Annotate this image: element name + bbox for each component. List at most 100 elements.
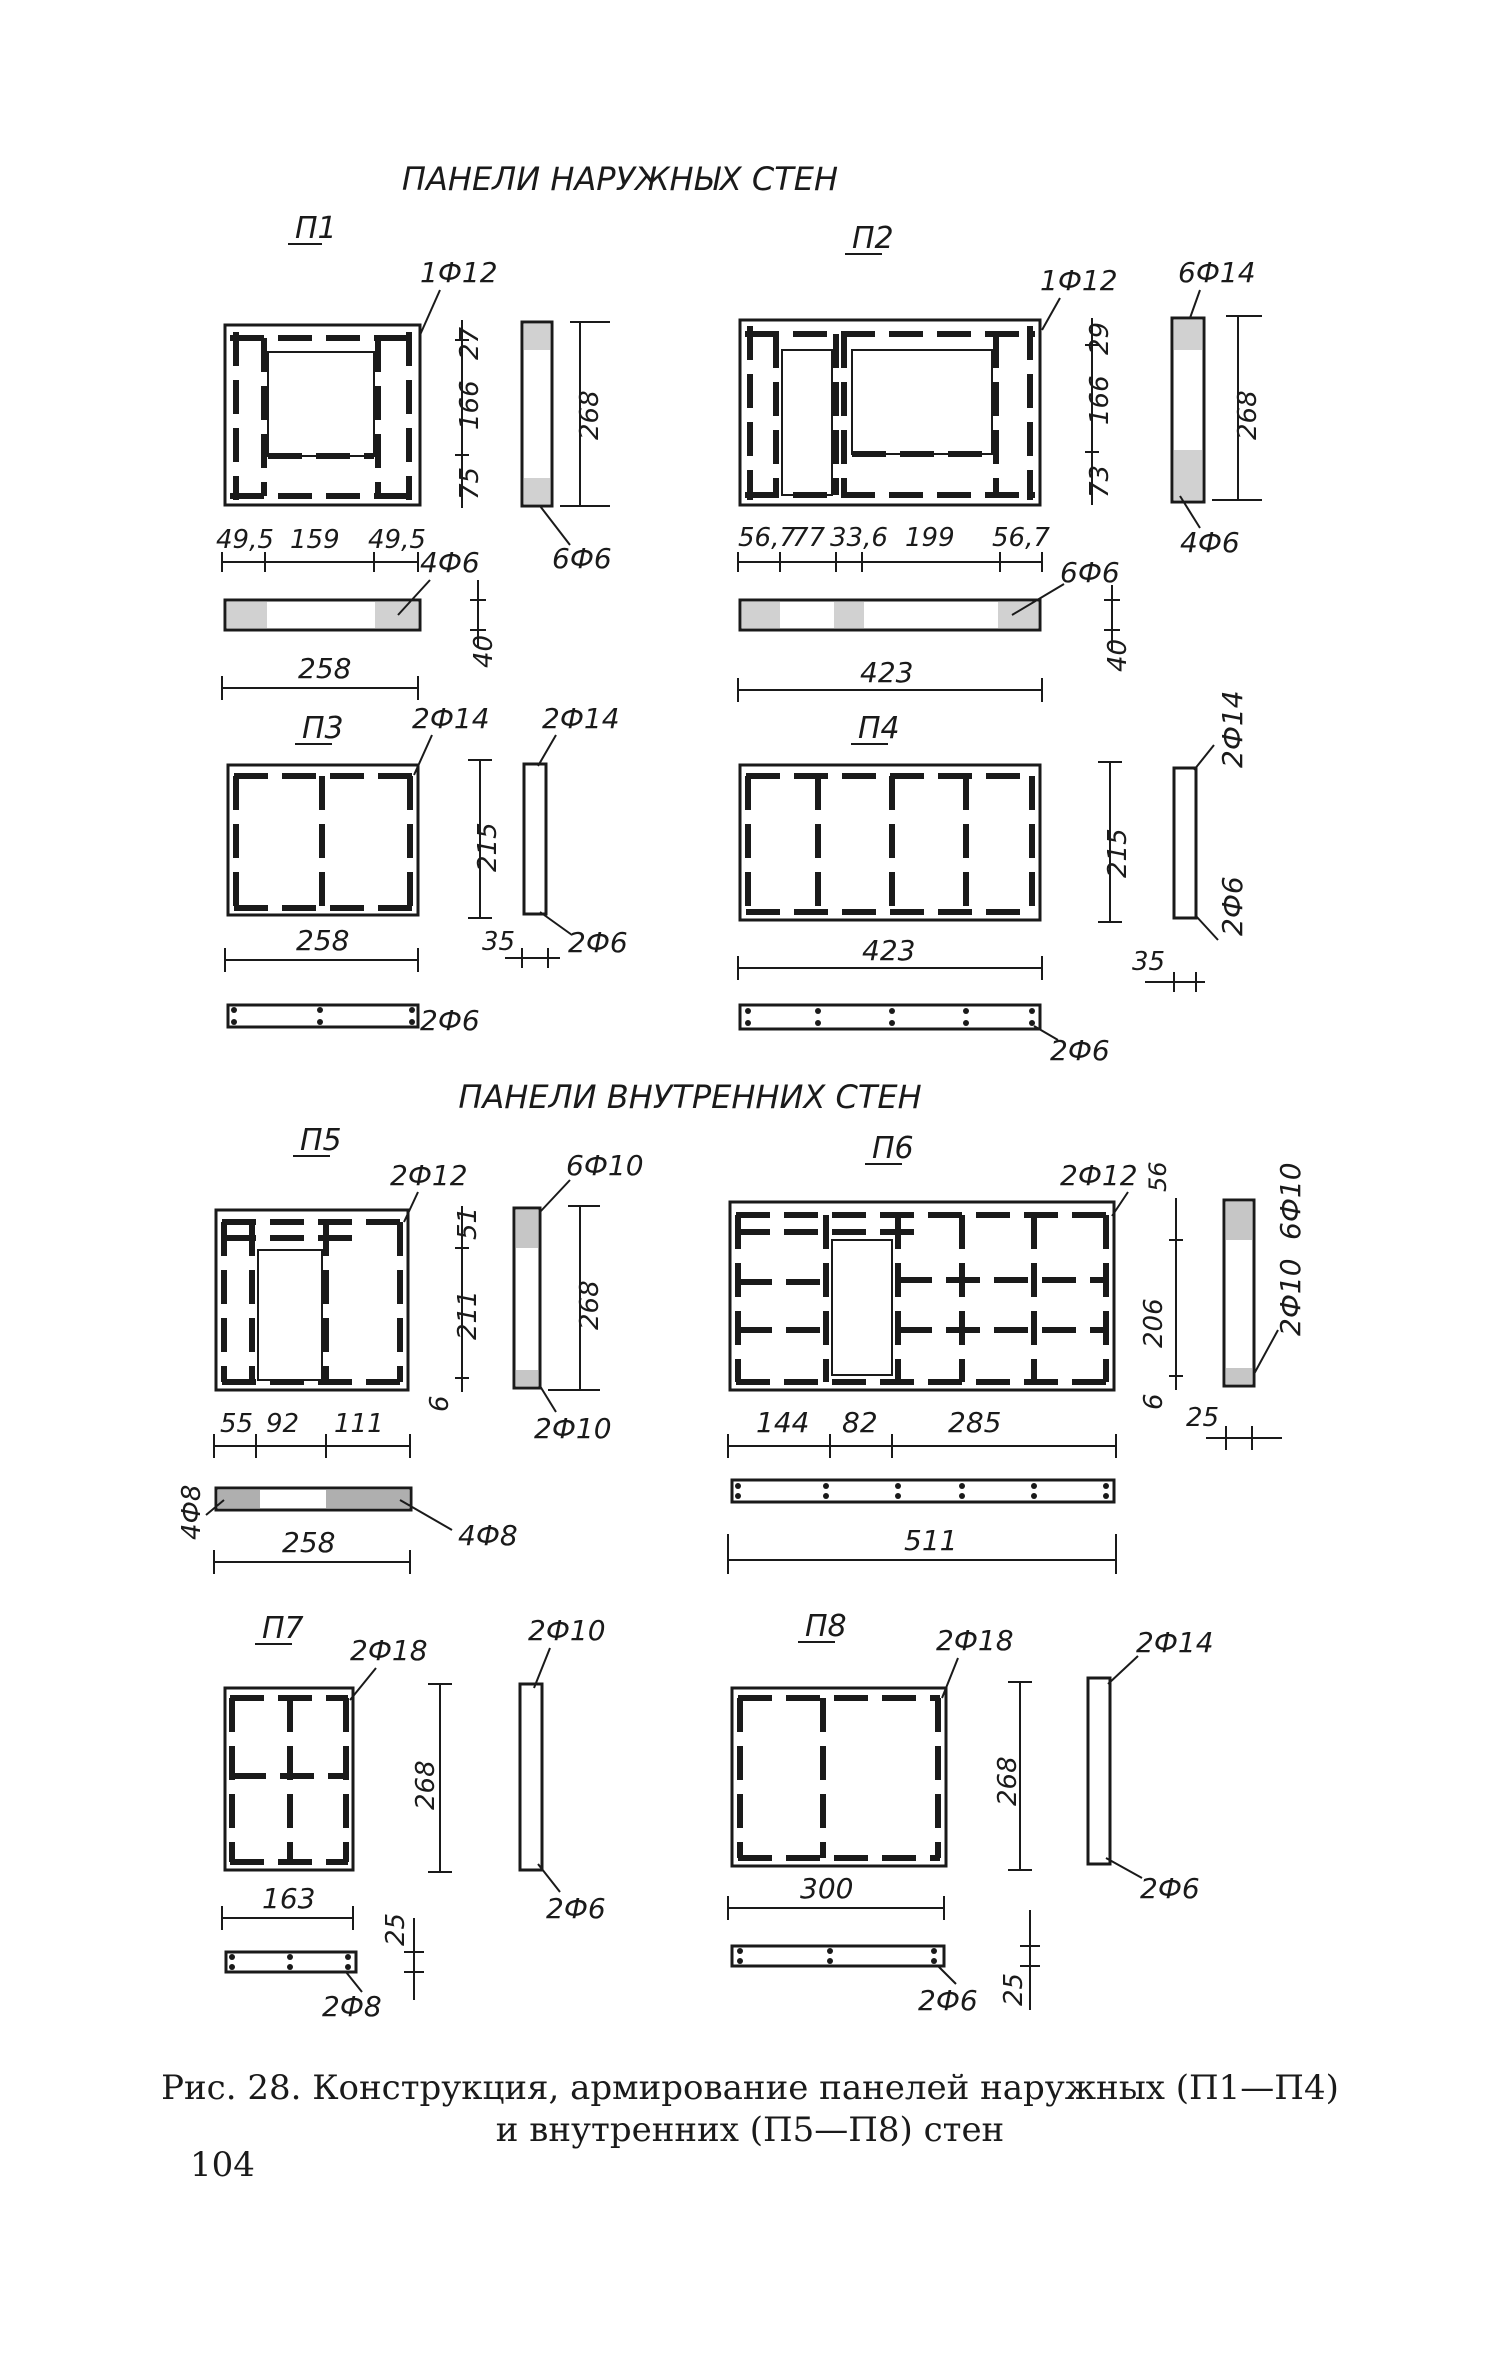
panel-p6: П6 2Ф12 56 206 6 6Ф10 bbox=[727, 1131, 1307, 1574]
dim-p2-thickness: 40 bbox=[1103, 639, 1133, 672]
panel-elevation-p4 bbox=[738, 763, 1042, 922]
panel-label-p8: П8 bbox=[805, 1609, 847, 1644]
bar-label-p1-side: 4Ф6 bbox=[420, 546, 480, 579]
dim-p2-w4: 199 bbox=[905, 523, 955, 553]
dim-p7-h-total: 268 bbox=[411, 1760, 441, 1810]
dim-p4-h-total: 215 bbox=[1103, 828, 1133, 878]
bar-label-p3-top: 2Ф14 bbox=[412, 702, 490, 735]
dim-p5-w3: 111 bbox=[334, 1409, 384, 1439]
dim-p5-w1: 55 bbox=[220, 1409, 253, 1439]
panel-label-p6: П6 bbox=[872, 1131, 914, 1166]
panel-elevation-p7 bbox=[223, 1686, 355, 1872]
bar-label-p1-top: 1Ф12 bbox=[420, 256, 498, 289]
bar-label-p7-end-bot: 2Ф6 bbox=[546, 1892, 606, 1925]
side-section-p7 bbox=[518, 1682, 544, 1872]
dim-p1-thickness: 40 bbox=[469, 635, 499, 668]
dim-p1-h-total: 268 bbox=[575, 390, 605, 440]
side-section-p1 bbox=[520, 320, 554, 508]
dim-p6-h-mid: 206 bbox=[1139, 1298, 1169, 1348]
dim-p6-thickness: 25 bbox=[1186, 1403, 1219, 1433]
dim-p2-w-total: 423 bbox=[860, 656, 913, 689]
dim-p8-h-total: 268 bbox=[993, 1756, 1023, 1806]
panel-label-p1: П1 bbox=[295, 211, 337, 246]
dim-p7-w-total: 163 bbox=[262, 1882, 315, 1915]
bar-label-p7-top: 2Ф18 bbox=[350, 1634, 428, 1667]
bar-label-p2-top: 1Ф12 bbox=[1040, 264, 1118, 297]
panel-p7: П7 2Ф18 268 2Ф10 2Ф6 163 25 bbox=[221, 1611, 606, 2023]
plan-strip-p5 bbox=[214, 1486, 413, 1512]
dim-p2-h-mid: 166 bbox=[1085, 375, 1115, 425]
dim-p6-w-total: 511 bbox=[904, 1524, 957, 1557]
bar-label-p7-side: 2Ф8 bbox=[322, 1990, 382, 2023]
side-section-p4 bbox=[1172, 766, 1198, 920]
panel-p1: П1 1Ф12 27 166 75 268 6Ф6 bbox=[216, 211, 612, 700]
dim-p2-w5: 56,7 bbox=[992, 523, 1050, 553]
dim-p1-h-mid: 166 bbox=[455, 380, 485, 430]
panel-label-p2: П2 bbox=[852, 221, 894, 256]
panel-elevation-p1 bbox=[223, 323, 422, 507]
bar-label-p4-end-bot: 2Ф6 bbox=[1216, 876, 1249, 936]
plan-strip-p2 bbox=[738, 598, 1042, 632]
bar-label-p5-side-right: 4Ф8 bbox=[458, 1519, 518, 1552]
dim-p3-w-total: 258 bbox=[296, 924, 349, 957]
bar-label-p3-end-top: 2Ф14 bbox=[542, 702, 620, 735]
bar-label-p4-end-top: 2Ф14 bbox=[1216, 690, 1249, 768]
panel-p2: П2 1Ф12 29 166 73 6Ф14 bbox=[737, 221, 1263, 702]
dim-p1-w1: 49,5 bbox=[216, 525, 274, 555]
panel-p8: П8 2Ф18 268 2Ф14 2Ф6 300 25 2Ф bbox=[727, 1609, 1214, 2017]
side-section-p3 bbox=[522, 762, 548, 916]
bar-label-p8-top: 2Ф18 bbox=[936, 1624, 1014, 1657]
panel-p4: П4 215 2Ф14 2Ф6 35 423 bbox=[737, 690, 1249, 1067]
dim-p2-h-top: 29 bbox=[1085, 322, 1115, 355]
plan-strip-p4 bbox=[738, 1003, 1042, 1031]
section-title-outer: ПАНЕЛИ НАРУЖНЫХ СТЕН bbox=[402, 160, 838, 198]
dim-p8-thickness: 25 bbox=[999, 1973, 1029, 2006]
panel-p5: П5 2Ф12 51 211 6 6Ф10 268 2Ф10 bbox=[177, 1123, 644, 1574]
dim-p6-w3: 285 bbox=[948, 1406, 1001, 1439]
panel-elevation-p8 bbox=[730, 1686, 948, 1868]
bar-label-p4-side: 2Ф6 bbox=[1050, 1034, 1110, 1067]
panel-p3: П3 2Ф14 215 2Ф14 2Ф6 35 258 2Ф bbox=[224, 702, 628, 1037]
dim-p6-w2: 82 bbox=[842, 1406, 878, 1439]
dim-p8-w-total: 300 bbox=[800, 1872, 853, 1905]
dim-p5-w2: 92 bbox=[266, 1409, 299, 1439]
bar-label-p7-end-top: 2Ф10 bbox=[528, 1614, 606, 1647]
dim-p6-w1: 144 bbox=[756, 1406, 809, 1439]
dim-p6-h-bot: 6 bbox=[1139, 1393, 1169, 1410]
plan-strip-p1 bbox=[223, 598, 422, 632]
plan-strip-p8 bbox=[730, 1944, 946, 1968]
bar-label-p8-side: 2Ф6 bbox=[918, 1984, 978, 2017]
bar-label-p5-top: 2Ф12 bbox=[390, 1159, 468, 1192]
dim-p4-thickness: 35 bbox=[1132, 947, 1165, 977]
dim-p2-w2: 77 bbox=[792, 523, 826, 553]
bar-label-p1-end: 6Ф6 bbox=[552, 542, 612, 575]
dim-p3-thickness: 35 bbox=[482, 927, 515, 957]
side-section-p6 bbox=[1222, 1198, 1256, 1388]
panel-label-p3: П3 bbox=[302, 711, 344, 746]
section-title-inner: ПАНЕЛИ ВНУТРЕННИХ СТЕН bbox=[458, 1078, 921, 1116]
dim-p5-h-total: 268 bbox=[575, 1280, 605, 1330]
dim-p2-w1: 56,7 bbox=[738, 523, 796, 553]
panel-label-p4: П4 bbox=[858, 711, 900, 746]
bar-label-p3-end-bot: 2Ф6 bbox=[568, 926, 628, 959]
bar-label-p8-end-bot: 2Ф6 bbox=[1140, 1872, 1200, 1905]
dim-p6-h-top: 56 bbox=[1144, 1161, 1172, 1192]
dim-p3-h-total: 215 bbox=[473, 822, 503, 872]
panel-elevation-p6 bbox=[728, 1200, 1116, 1392]
dim-p1-h-bot: 75 bbox=[455, 467, 485, 500]
dim-p5-h-bot: 6 bbox=[425, 1395, 455, 1412]
dim-p1-w2: 159 bbox=[290, 525, 340, 555]
dim-p1-w-total: 258 bbox=[298, 652, 351, 685]
dim-p4-w-total: 423 bbox=[862, 934, 915, 967]
dim-p1-w3: 49,5 bbox=[368, 525, 426, 555]
bar-label-p6-top: 2Ф12 bbox=[1060, 1159, 1138, 1192]
bar-label-p5-end-top: 6Ф10 bbox=[566, 1149, 644, 1182]
panel-elevation-p5 bbox=[214, 1208, 410, 1392]
bar-label-p2-end-bot: 4Ф6 bbox=[1180, 526, 1240, 559]
figure-caption-line-1: Рис. 28. Конструкция, армирование панеле… bbox=[161, 2068, 1339, 2108]
dim-p7-thickness: 25 bbox=[381, 1913, 411, 1946]
panel-elevation-p2 bbox=[738, 318, 1042, 507]
dim-p5-w-total: 258 bbox=[282, 1526, 335, 1559]
dim-p1-h-top: 27 bbox=[455, 326, 485, 360]
